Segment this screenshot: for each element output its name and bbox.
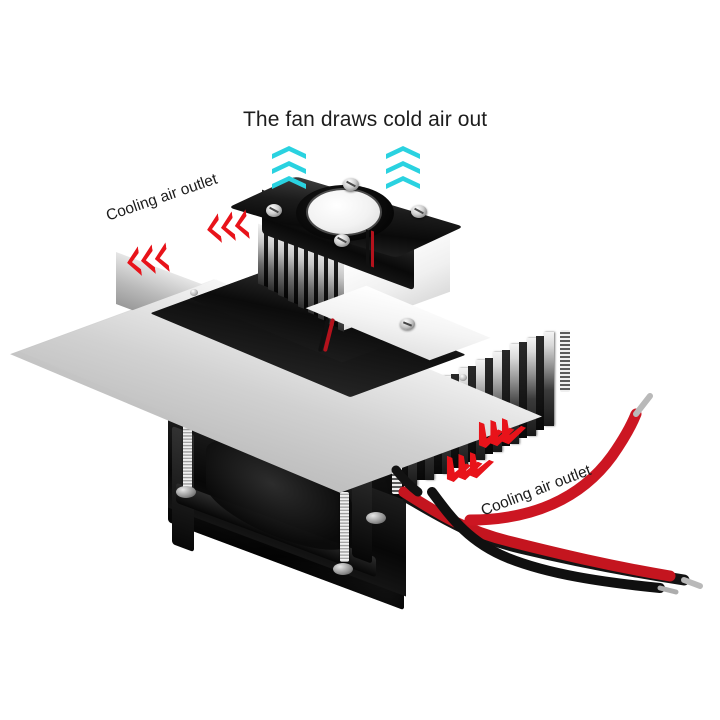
fin-comb-right (560, 330, 570, 392)
block-screw-top-left (190, 289, 198, 296)
rubber-foot-left (176, 486, 196, 498)
wire-terminal-black (681, 577, 703, 589)
fin-end (544, 332, 554, 426)
page-title: The fan draws cold air out (243, 108, 488, 131)
fin-gap (519, 342, 527, 438)
bracket-screw (400, 318, 415, 330)
wire-red-upper (464, 408, 642, 526)
wire-red-lower (398, 486, 676, 582)
fan-screw-back-left (266, 204, 282, 217)
fin-gap (536, 336, 544, 430)
fin (510, 344, 519, 444)
fan-screw-back-right (343, 178, 359, 191)
fin (527, 338, 536, 436)
block-screw-top-right (459, 374, 467, 381)
fan-screw-front-left (334, 234, 350, 247)
mounting-screw-mid (340, 492, 349, 562)
wire-terminal-red (633, 393, 653, 417)
wire-black-branch (427, 487, 665, 593)
rubber-foot-front (333, 563, 353, 575)
fan-screw-front-right (411, 205, 427, 218)
mounting-screw-left (183, 424, 192, 494)
wire-terminal-black-2 (657, 585, 679, 595)
fin-gap (502, 350, 510, 446)
rubber-foot-back (366, 512, 386, 524)
wire-stub (391, 465, 423, 497)
top-fan-hub (308, 190, 380, 234)
